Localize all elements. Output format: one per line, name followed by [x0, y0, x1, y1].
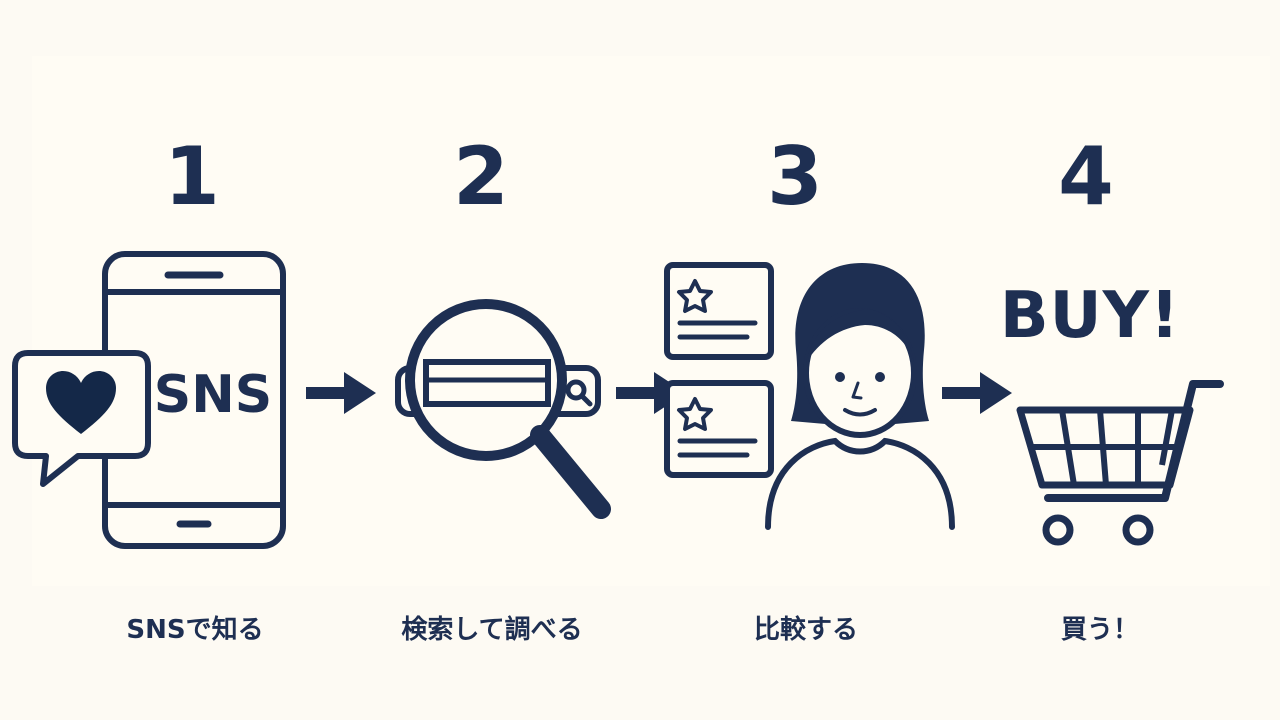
review-card-icon	[664, 262, 774, 360]
smartphone-heart-icon	[12, 251, 286, 549]
smartphone-icon	[102, 251, 286, 549]
step-caption-1: SNSで知る	[126, 615, 264, 645]
step-number-1: 1	[164, 130, 220, 223]
heart-icon	[46, 371, 116, 434]
step-caption-4: 買う！	[1060, 615, 1139, 645]
step-number-2: 2	[453, 130, 509, 223]
buy-label: BUY!	[999, 279, 1181, 353]
sns-label: SNS	[153, 365, 273, 425]
arrow-right-icon	[306, 372, 376, 414]
magnifier-search-icon	[395, 299, 611, 519]
person-icon	[765, 263, 955, 530]
arrow-right-icon	[942, 372, 1012, 414]
step-caption-3: 比較する	[753, 615, 858, 645]
review-card-icon	[664, 380, 774, 478]
step-number-4: 4	[1058, 130, 1114, 223]
shopping-cart-icon	[1016, 380, 1224, 546]
step-number-3: 3	[767, 130, 823, 223]
step-caption-2: 検索して調べる	[401, 615, 583, 645]
person-compare-cards-icon	[664, 262, 955, 530]
